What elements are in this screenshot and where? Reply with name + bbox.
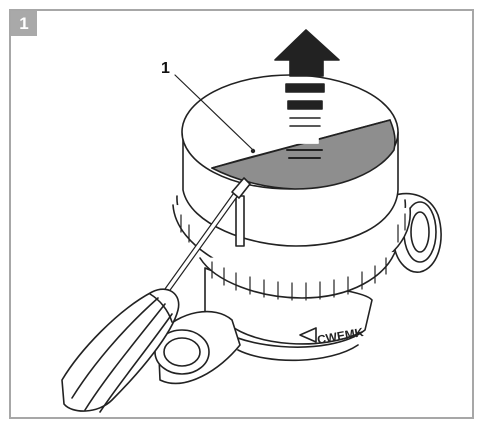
callout-leader: [174, 74, 254, 151]
screwdriver-icon: [61, 177, 251, 413]
callout-label: 1: [161, 60, 170, 77]
pipe-connector-left: [154, 310, 241, 385]
meter-cap: [181, 74, 399, 247]
up-arrow-icon: [274, 29, 340, 159]
step-number-badge: 1: [11, 11, 37, 36]
